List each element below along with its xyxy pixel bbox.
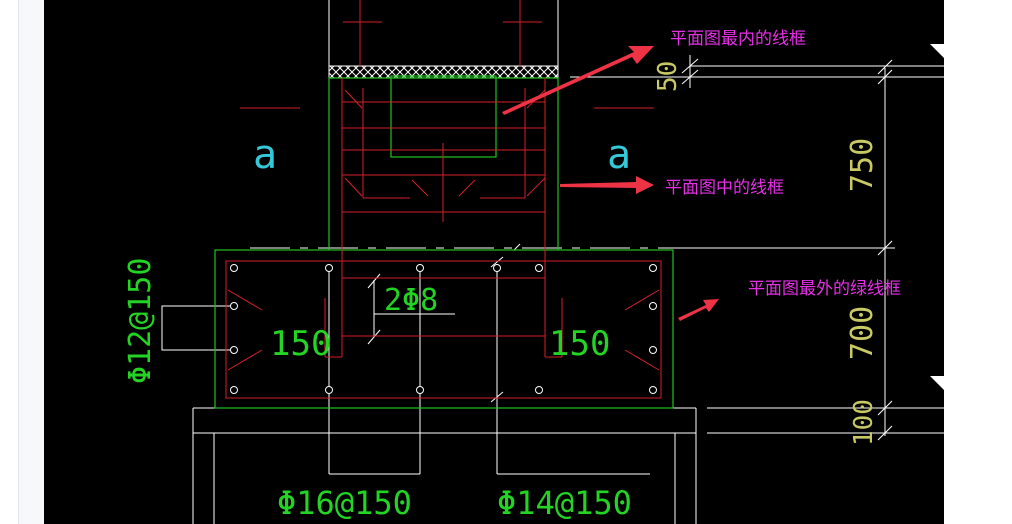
right-pane [944,0,1012,524]
dim-50: 50 [653,61,683,92]
dim-100: 100 [849,399,879,446]
bottom-left-rebar-label: Φ16@150 [277,484,412,522]
arrow-inner-frame [502,46,654,115]
annotation-inner-frame: 平面图最内的线框 [670,29,806,49]
dim-750: 750 [845,138,880,192]
dim-700: 700 [845,306,880,360]
arrow-middle-frame [560,176,654,194]
cad-drawing-canvas[interactable]: a a 2Φ8 150 150 Φ12@150 Φ16@150 Φ14@150 … [44,0,944,524]
stirrup-label: 2Φ8 [384,283,438,318]
section-mark-right: a [607,132,631,178]
side-rebar-label: Φ12@150 [123,258,158,384]
spacing-left-label: 150 [270,324,331,364]
annotation-outer-frame: 平面图最外的绿线框 [748,279,901,299]
spacing-right-label: 150 [549,324,610,364]
section-mark-left: a [253,132,277,178]
annotation-middle-frame: 平面图中的线框 [665,178,784,198]
cad-drawing: a a 2Φ8 150 150 Φ12@150 Φ16@150 Φ14@150 … [123,0,944,524]
bottom-right-rebar-label: Φ14@150 [497,484,632,522]
rebar-dots [230,264,657,394]
left-gutter [0,0,19,524]
red-rebar [225,0,662,399]
annotation-arrows [502,46,719,321]
arrow-outer-frame [678,299,719,321]
